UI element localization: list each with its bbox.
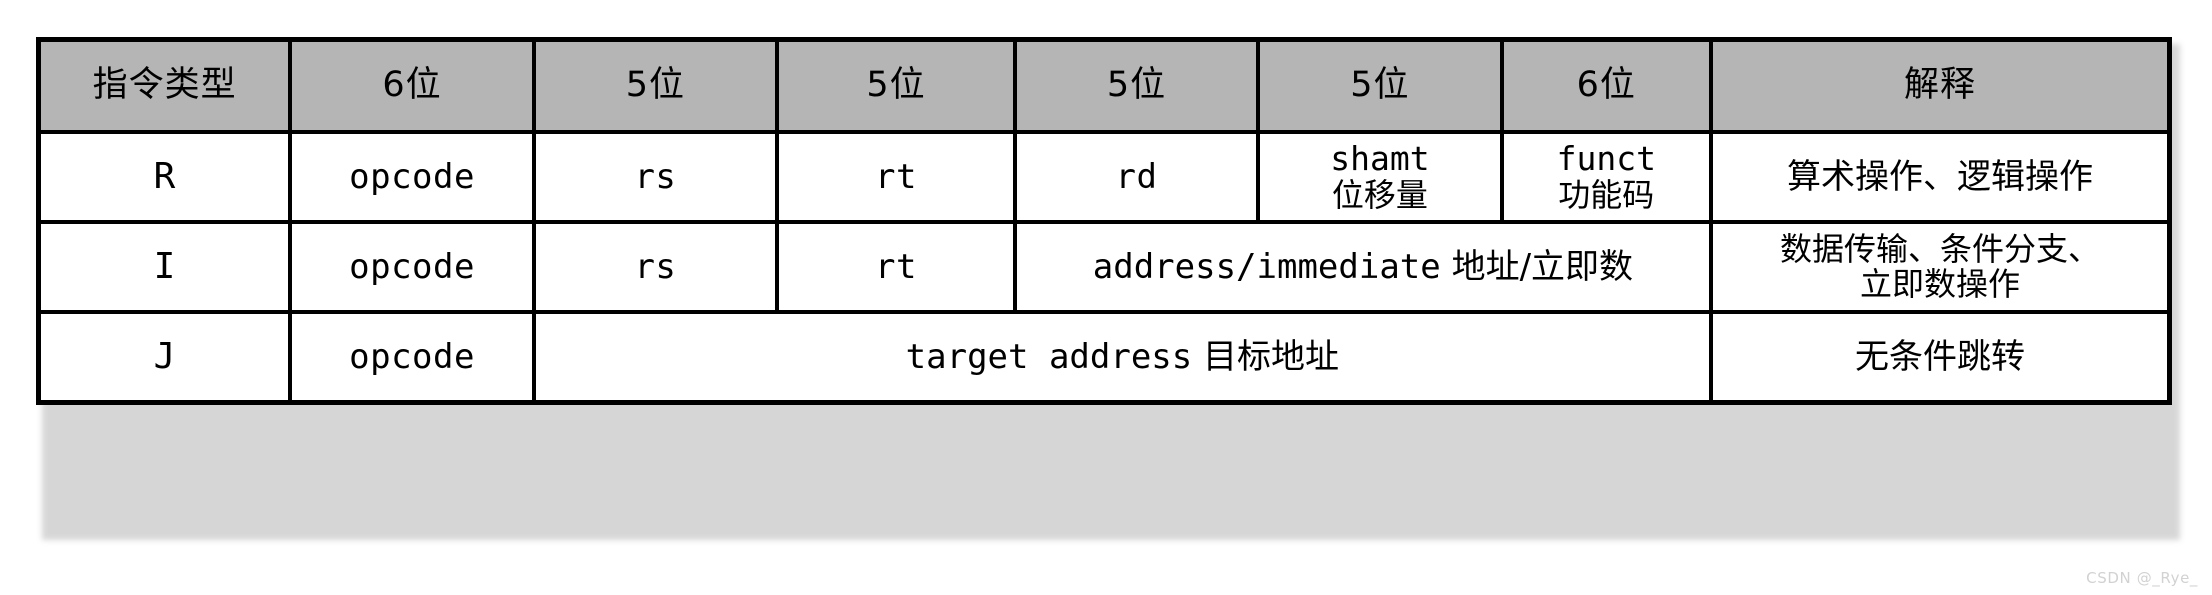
table-row-j-type: J opcode target address 目标地址 无条件跳转 [36,310,2172,405]
cell-r-shamt: shamt 位移量 [1256,130,1504,224]
cell-i-rs: rs [531,220,780,314]
header-cell-bits-5-rt: 5位 [775,37,1017,134]
cell-i-explanation: 数据传输、条件分支、 立即数操作 [1708,220,2172,314]
cell-j-explanation: 无条件跳转 [1708,310,2172,405]
csdn-watermark: CSDN @_Rye_ [2086,569,2198,587]
cell-r-shamt-en: shamt [1330,139,1430,179]
table-row-r-type: R opcode rs rt rd shamt 位移量 funct 功能码 算术… [36,130,2172,224]
cell-r-type-label: R [36,130,293,224]
cell-j-target-address-en: target address [905,336,1193,377]
cell-i-rt: rt [775,220,1017,314]
table-header-row: 指令类型 6位 5位 5位 5位 5位 6位 解释 [36,37,2172,134]
header-cell-bits-5-shamt: 5位 [1256,37,1504,134]
cell-r-rt: rt [775,130,1017,224]
header-cell-explanation: 解释 [1708,37,2172,134]
cell-r-funct: funct 功能码 [1499,130,1713,224]
header-cell-bits-6-funct: 6位 [1499,37,1713,134]
cell-j-target-address: target address 目标地址 [531,310,1713,405]
header-cell-instruction-type: 指令类型 [36,37,293,134]
cell-i-explanation-line2: 立即数操作 [1859,265,2020,303]
cell-r-explanation: 算术操作、逻辑操作 [1708,130,2172,224]
header-cell-bits-5-rd: 5位 [1012,37,1261,134]
cell-j-type-label: J [36,310,293,405]
cell-r-rs: rs [531,130,780,224]
cell-i-opcode: opcode [288,220,536,314]
cell-i-explanation-line1: 数据传输、条件分支、 [1779,229,2100,268]
cell-r-shamt-cn: 位移量 [1331,175,1428,214]
cell-r-rd: rd [1012,130,1261,224]
cell-i-type-label: I [36,220,293,314]
mips-instruction-format-table: 指令类型 6位 5位 5位 5位 5位 6位 解释 R opcode rs rt… [36,37,2172,405]
table-row-i-type: I opcode rs rt address/immediate 地址/立即数 … [36,220,2172,314]
header-cell-bits-5-rs: 5位 [531,37,780,134]
cell-i-address-immediate-cn: 地址/立即数 [1451,246,1634,287]
cell-r-funct-cn: 功能码 [1558,175,1655,214]
cell-i-address-immediate-en: address/immediate [1092,246,1441,287]
header-cell-bits-6-opcode: 6位 [288,37,536,134]
cell-j-target-address-cn: 目标地址 [1203,336,1340,377]
cell-r-opcode: opcode [288,130,536,224]
cell-j-opcode: opcode [288,310,536,405]
cell-r-funct-en: funct [1556,139,1656,179]
cell-i-address-immediate: address/immediate 地址/立即数 [1012,220,1713,314]
